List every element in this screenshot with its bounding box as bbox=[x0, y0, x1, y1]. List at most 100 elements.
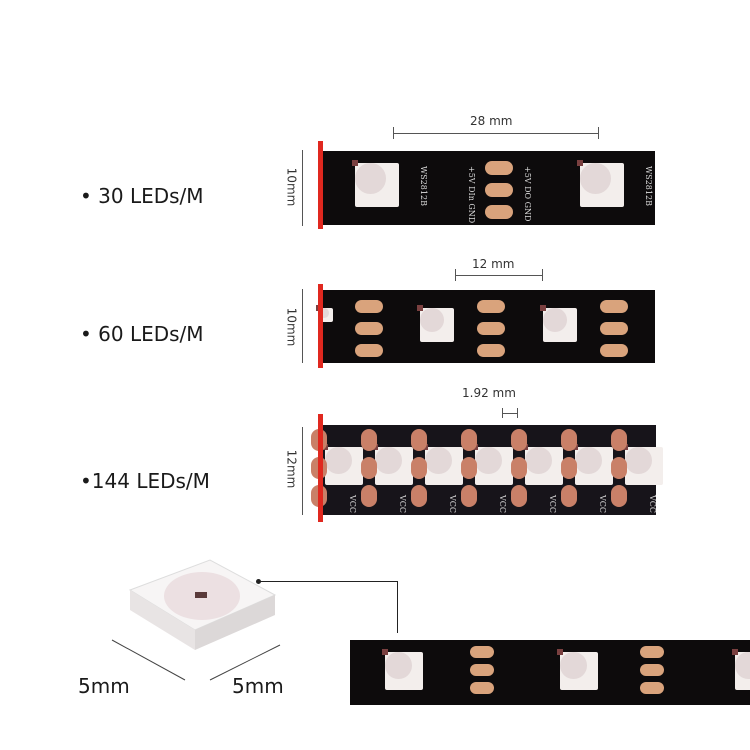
solder-pad bbox=[561, 485, 577, 507]
led-die bbox=[732, 649, 738, 655]
led-chip bbox=[557, 649, 598, 690]
pad-label: VCC bbox=[648, 495, 657, 514]
led-chip bbox=[732, 649, 750, 690]
dim-tick bbox=[517, 408, 518, 418]
strip-30-leds: +5V DIn GND +5V DO GND WS2812B WS2812B bbox=[323, 151, 655, 225]
chip-label: WS2812B bbox=[644, 166, 653, 206]
led-lens bbox=[543, 308, 567, 332]
led-die bbox=[540, 305, 546, 311]
solder-pad bbox=[511, 429, 527, 451]
pad-label: VCC bbox=[548, 495, 557, 514]
pad-label: +5V DO GND bbox=[523, 166, 532, 222]
led-die bbox=[557, 649, 563, 655]
width-dim-12mm: 12mm bbox=[284, 449, 299, 489]
dim-line bbox=[502, 413, 517, 414]
strip-cut-edge bbox=[318, 284, 323, 368]
dim-tick bbox=[455, 269, 456, 281]
pitch-dim-28mm: 28 mm bbox=[470, 114, 513, 128]
strip-60-leds bbox=[316, 290, 655, 363]
solder-pad bbox=[611, 429, 627, 451]
led-lens bbox=[319, 308, 329, 318]
led-chip bbox=[522, 444, 563, 485]
callout-line bbox=[397, 581, 398, 633]
width-dim-10mm: 10mm bbox=[284, 167, 299, 207]
led-lens bbox=[385, 652, 412, 679]
led-die bbox=[352, 160, 358, 166]
solder-pad bbox=[611, 457, 627, 479]
dim-line bbox=[302, 427, 303, 515]
solder-pad bbox=[355, 300, 383, 313]
solder-pad bbox=[477, 300, 505, 313]
led-lens bbox=[425, 447, 452, 474]
pad-label: VCC bbox=[398, 495, 407, 514]
led-chip bbox=[472, 444, 513, 485]
solder-pad bbox=[411, 457, 427, 479]
chip-label: WS2812B bbox=[419, 166, 428, 206]
solder-pad bbox=[411, 485, 427, 507]
led-lens bbox=[625, 447, 652, 474]
led-chip bbox=[352, 160, 399, 207]
solder-pad bbox=[600, 300, 628, 313]
solder-pad bbox=[477, 322, 505, 335]
led-die bbox=[382, 649, 388, 655]
solder-pad bbox=[461, 429, 477, 451]
dim-tick bbox=[542, 269, 543, 281]
led-lens bbox=[580, 163, 611, 194]
led-chip bbox=[382, 649, 423, 690]
pitch-dim-12mm: 12 mm bbox=[472, 257, 515, 271]
label-30-leds: • 30 LEDs/M bbox=[80, 184, 204, 208]
led-lens bbox=[420, 308, 444, 332]
chip-length-dim: 5mm bbox=[232, 674, 284, 698]
led-chip bbox=[572, 444, 613, 485]
width-dim-10mm: 10mm bbox=[284, 307, 299, 347]
solder-pad bbox=[485, 161, 513, 175]
solder-pad bbox=[640, 664, 664, 676]
led-lens bbox=[475, 447, 502, 474]
dim-line bbox=[455, 275, 542, 276]
solder-pad bbox=[461, 485, 477, 507]
led-lens bbox=[735, 652, 750, 679]
led-chip bbox=[622, 444, 663, 485]
solder-pad bbox=[355, 322, 383, 335]
led-chip bbox=[540, 305, 577, 342]
led-chip bbox=[422, 444, 463, 485]
solder-pad bbox=[477, 344, 505, 357]
dim-line bbox=[302, 289, 303, 363]
solder-pad bbox=[485, 183, 513, 197]
pad-label: VCC bbox=[598, 495, 607, 514]
dim-tick bbox=[598, 127, 599, 139]
led-die bbox=[577, 160, 583, 166]
solder-pad bbox=[600, 344, 628, 357]
solder-pad bbox=[470, 646, 494, 658]
pad-label: VCC bbox=[448, 495, 457, 514]
led-lens bbox=[525, 447, 552, 474]
dim-line bbox=[393, 133, 598, 134]
pad-label: +5V DIn GND bbox=[467, 166, 476, 224]
pitch-dim-1-92mm: 1.92 mm bbox=[462, 386, 516, 400]
led-lens bbox=[375, 447, 402, 474]
label-144-leds: •144 LEDs/M bbox=[80, 469, 210, 493]
solder-pad bbox=[411, 429, 427, 451]
solder-pad bbox=[611, 485, 627, 507]
solder-pad bbox=[485, 205, 513, 219]
solder-pad bbox=[355, 344, 383, 357]
led-chip-5050-illustration bbox=[111, 559, 281, 681]
solder-pad bbox=[461, 457, 477, 479]
dim-tick bbox=[502, 408, 503, 418]
led-chip bbox=[322, 444, 363, 485]
solder-pad bbox=[561, 457, 577, 479]
chip-width-dim: 5mm bbox=[78, 674, 130, 698]
solder-pad bbox=[511, 485, 527, 507]
led-lens bbox=[355, 163, 386, 194]
led-lens bbox=[560, 652, 587, 679]
pad-label: VCC bbox=[348, 495, 357, 514]
pad-label: VCC bbox=[498, 495, 507, 514]
strip-cut-edge bbox=[318, 414, 323, 522]
dim-tick bbox=[393, 127, 394, 139]
solder-pad bbox=[361, 429, 377, 451]
solder-pad bbox=[361, 457, 377, 479]
dim-line bbox=[302, 150, 303, 226]
solder-pad bbox=[361, 485, 377, 507]
solder-pad bbox=[640, 682, 664, 694]
strip-144-leds: VCC VCC VCC VCC VCC VCC VCC bbox=[311, 425, 663, 515]
